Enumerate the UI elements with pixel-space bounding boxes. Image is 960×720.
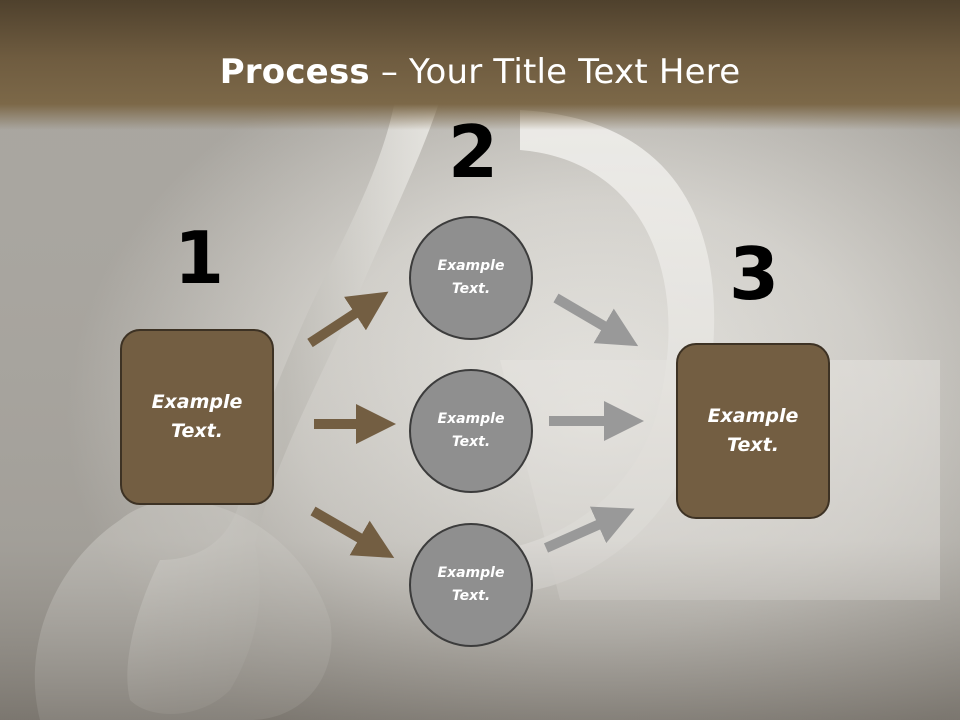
step-3-box: Example Text. — [676, 343, 830, 519]
arrow-step1-to-item3 — [310, 506, 395, 559]
arrow-item3-to-step3 — [543, 506, 635, 553]
slide-title: Process – Your Title Text Here — [0, 52, 960, 92]
step-2-item-2: Example Text. — [409, 369, 533, 493]
step-1-text: Example Text. — [151, 391, 243, 442]
title-bold: Process — [219, 52, 370, 92]
step-2-item-1: Example Text. — [409, 216, 533, 340]
step-2-item-1-text: Example Text. — [437, 258, 505, 297]
arrow-item1-to-step3 — [553, 293, 639, 347]
step-3-number: 3 — [728, 232, 780, 316]
step-2-item-2-text: Example Text. — [437, 411, 505, 450]
arrow-step1-to-item1 — [307, 291, 389, 348]
title-bar — [0, 0, 960, 130]
step-2-item-3: Example Text. — [409, 523, 533, 647]
step-1-number: 1 — [173, 216, 225, 300]
step-3-text: Example Text. — [707, 405, 799, 456]
title-rest: – Your Title Text Here — [369, 52, 741, 92]
step-2-number: 2 — [447, 110, 499, 194]
step-2-item-3-text: Example Text. — [437, 565, 505, 604]
step-1-box: Example Text. — [120, 329, 274, 505]
